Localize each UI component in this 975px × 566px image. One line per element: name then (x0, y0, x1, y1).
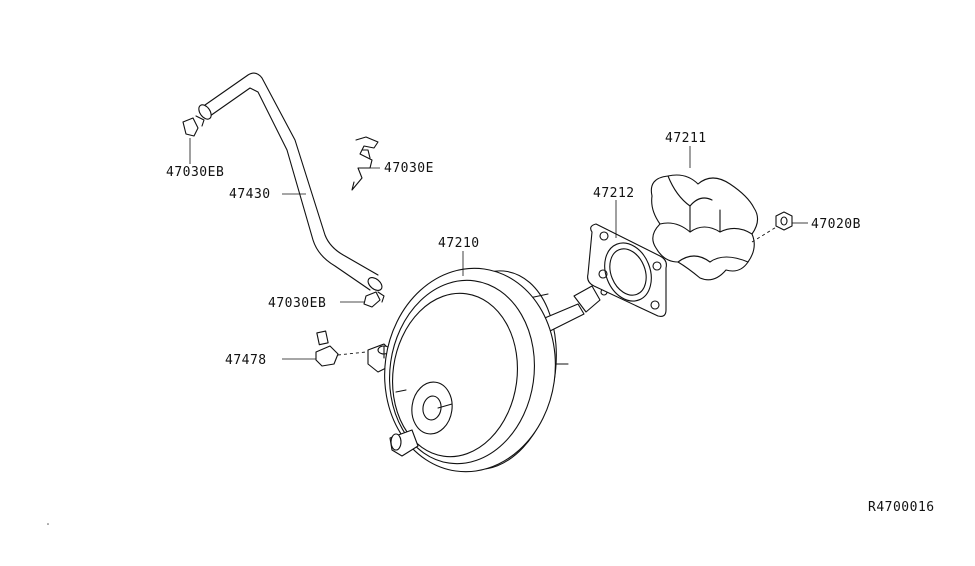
part-label-booster: 47210 (438, 236, 480, 251)
part-label-nut: 47020B (811, 217, 861, 232)
part-label-insulator: 47211 (665, 131, 707, 146)
booster-gasket (587, 223, 667, 317)
stray-dot (47, 523, 49, 525)
insulator (650, 174, 759, 281)
part-label-clamp-bottom: 47030EB (268, 296, 326, 311)
part-label-check-valve: 47478 (225, 353, 267, 368)
hose-clip (351, 136, 379, 191)
hose-clamp-bottom (363, 291, 385, 308)
hose-clamp-top (182, 115, 205, 137)
part-label-gasket: 47212 (593, 186, 635, 201)
vacuum-hose (198, 72, 383, 291)
nut (751, 211, 793, 243)
diagram-reference-code: R4700016 (868, 500, 935, 515)
check-valve (315, 330, 367, 367)
part-label-clamp-top: 47030EB (166, 165, 224, 180)
brake-booster (384, 267, 608, 473)
part-label-clip: 47030E (384, 161, 434, 176)
part-label-hose: 47430 (229, 187, 271, 202)
